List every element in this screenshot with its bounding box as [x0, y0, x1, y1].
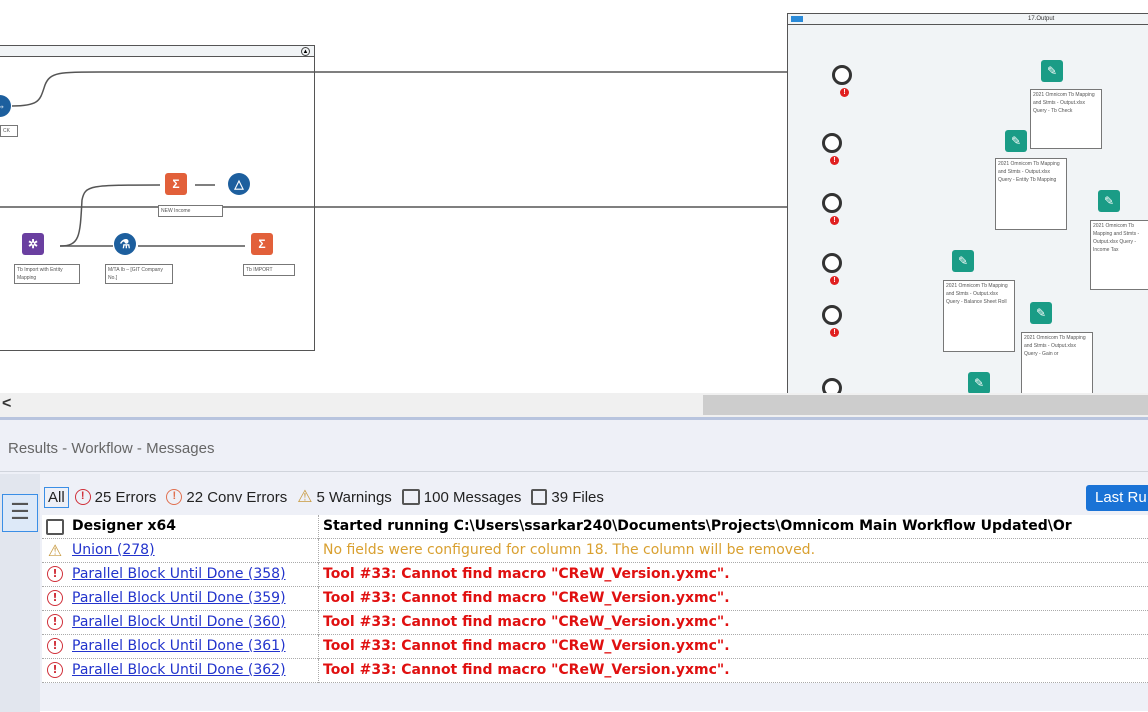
- error-icon: !: [47, 638, 63, 654]
- output-tool-icon[interactable]: ✎: [1098, 190, 1120, 212]
- annotation: 2021 Omnicom Tb Mapping and Stmts - Outp…: [995, 158, 1067, 230]
- message-text: Tool #33: Cannot find macro "CReW_Versio…: [318, 611, 730, 635]
- annotation: CK: [0, 125, 18, 137]
- message-text: No fields were configured for column 18.…: [318, 539, 815, 563]
- output-tool-icon[interactable]: ✎: [968, 372, 990, 393]
- annotation: Tb IMPORT: [243, 264, 295, 276]
- messages-list-icon[interactable]: ☰: [2, 494, 38, 532]
- message-row[interactable]: ! Parallel Block Until Done (362) Tool #33…: [42, 659, 1148, 683]
- message-row[interactable]: ! Parallel Block Until Done (359) Tool #33…: [42, 587, 1148, 611]
- tool-link[interactable]: Parallel Block Until Done (361): [72, 638, 286, 654]
- output-tool-icon[interactable]: ✎: [1030, 302, 1052, 324]
- formula-tool-icon[interactable]: ⚗: [114, 233, 136, 255]
- workflow-canvas[interactable]: ▲ ⇔ CK Σ △ NEW Income ✲ Tb Import with E…: [0, 0, 1148, 393]
- macro-tool-icon[interactable]: [822, 305, 842, 325]
- message-row[interactable]: ! Parallel Block Until Done (358) Tool #33…: [42, 563, 1148, 587]
- left-tool-container: ▲: [0, 45, 315, 351]
- tool-link[interactable]: Parallel Block Until Done (358): [72, 566, 286, 582]
- tool-icon[interactable]: ⇔: [0, 95, 11, 117]
- message-text: Tool #33: Cannot find macro "CReW_Versio…: [318, 587, 730, 611]
- scrollbar-thumb[interactable]: [703, 395, 1148, 415]
- container-title: 17.Output: [788, 14, 1148, 25]
- message-icon: [401, 489, 420, 505]
- macro-tool-icon[interactable]: [822, 378, 842, 393]
- message-row[interactable]: ⚠ Union (278) No fields were configured fo…: [42, 539, 1148, 563]
- annotation: 2021 Omnicom Tb Mapping and Stmts - Outp…: [1090, 220, 1148, 290]
- conv-error-icon: !: [166, 489, 183, 505]
- filter-label: 5 Warnings: [316, 488, 392, 506]
- collapse-container-icon[interactable]: ▲: [301, 47, 310, 56]
- macro-tool-icon[interactable]: [822, 133, 842, 153]
- output-tool-icon[interactable]: ✎: [1041, 60, 1063, 82]
- filter-label: 22 Conv Errors: [186, 488, 288, 506]
- filter-conv-errors[interactable]: !22 Conv Errors: [166, 489, 287, 506]
- results-title: Results - Workflow - Messages: [8, 440, 215, 457]
- output-tool-icon[interactable]: ✎: [952, 250, 974, 272]
- message-text: Tool #33: Cannot find macro "CReW_Versio…: [318, 635, 730, 659]
- macro-tool-icon[interactable]: [832, 65, 852, 85]
- warning-icon: ⚠: [47, 541, 63, 560]
- macro-tool-icon[interactable]: [822, 193, 842, 213]
- scroll-left-button[interactable]: <: [2, 395, 12, 412]
- tool-link[interactable]: Parallel Block Until Done (360): [72, 614, 286, 630]
- summarize-tool-icon[interactable]: Σ: [251, 233, 273, 255]
- message-row[interactable]: ! Parallel Block Until Done (360) Tool #33…: [42, 611, 1148, 635]
- save-file-icon: [531, 489, 548, 505]
- message-text: Tool #33: Cannot find macro "CReW_Versio…: [318, 659, 730, 683]
- filter-warnings[interactable]: ⚠5 Warnings: [297, 487, 392, 507]
- output-tool-icon[interactable]: ✎: [1005, 130, 1027, 152]
- filter-label: 100 Messages: [423, 488, 522, 506]
- last-run-button[interactable]: Last Ru: [1086, 485, 1148, 511]
- error-icon: !: [47, 662, 63, 678]
- warning-icon: ⚠: [297, 487, 313, 506]
- results-sidebar: ☰: [0, 474, 40, 712]
- filter-errors[interactable]: !25 Errors: [74, 488, 157, 506]
- error-icon: !: [74, 489, 91, 505]
- macro-tool-icon[interactable]: [822, 253, 842, 273]
- annotation: 2021 Omnicom Tb Mapping and Stmts - Outp…: [1030, 89, 1102, 149]
- tool-link[interactable]: Union (278): [72, 542, 155, 558]
- filter-label: 39 Files: [551, 488, 604, 506]
- tool-link[interactable]: Parallel Block Until Done (359): [72, 590, 286, 606]
- join-tool-icon[interactable]: ✲: [22, 233, 44, 255]
- annotation: 2021 Omnicom Tb Mapping and Stmts - Outp…: [1021, 332, 1093, 393]
- filter-messages[interactable]: 100 Messages: [401, 488, 522, 506]
- annotation: M/TA Ib – [GIT Company No.]: [105, 264, 173, 284]
- header-started-running: Started running C:\Users\ssarkar240\Docu…: [318, 515, 1072, 539]
- message-icon: [42, 515, 68, 539]
- filter-label: 25 Errors: [94, 488, 157, 506]
- annotation: NEW Income: [158, 205, 223, 217]
- filter-files[interactable]: 39 Files: [531, 489, 604, 506]
- filter-tool-icon[interactable]: △: [228, 173, 250, 195]
- error-icon: !: [47, 566, 63, 582]
- error-icon: !: [47, 614, 63, 630]
- filter-bar: All !25 Errors !22 Conv Errors ⚠5 Warnin…: [44, 484, 614, 510]
- filter-all[interactable]: All: [44, 486, 69, 508]
- annotation: 2021 Omnicom Tb Mapping and Stmts - Outp…: [943, 280, 1015, 352]
- horizontal-scrollbar[interactable]: <: [0, 393, 1148, 417]
- message-text: Tool #33: Cannot find macro "CReW_Versio…: [318, 563, 730, 587]
- container-menu-icon[interactable]: [791, 16, 803, 22]
- results-panel: Results - Workflow - Messages ☰ All !25 …: [0, 417, 1148, 712]
- header-designer: Designer x64: [72, 518, 177, 534]
- table-header: Designer x64 Started running C:\Users\ss…: [42, 515, 1148, 539]
- summarize-tool-icon[interactable]: Σ: [165, 173, 187, 195]
- tool-link[interactable]: Parallel Block Until Done (362): [72, 662, 286, 678]
- annotation: Tb Import with Entity Mapping: [14, 264, 80, 284]
- message-row[interactable]: ! Parallel Block Until Done (361) Tool #33…: [42, 635, 1148, 659]
- error-icon: !: [47, 590, 63, 606]
